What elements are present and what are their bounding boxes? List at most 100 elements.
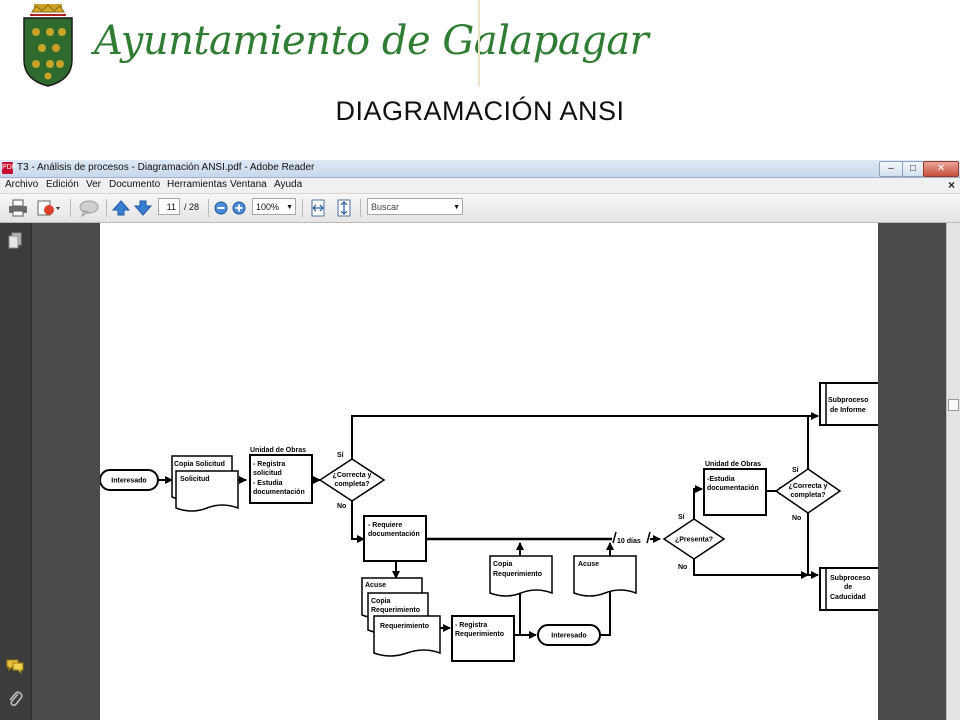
pdf-app-icon: PDF [2,162,16,174]
label-copia-req2-line2: Requerimiento [493,571,542,578]
subprocess-caducidad [819,567,881,611]
label-proc1-line1: - Registra [253,461,285,468]
title-bar: PDF T3 - Análisis de procesos - Diagrama… [0,160,960,178]
subprocess-informe [819,382,881,426]
label-informe-line2: de Informe [830,407,866,414]
label-estudia2-line1: -Estudia [707,476,735,483]
previous-page-icon[interactable] [112,199,130,217]
logo-divider [478,0,480,86]
label-copia-req2-line1: Copia [493,561,513,568]
close-button[interactable]: ✕ [923,161,959,177]
process-registra-estudia [249,454,313,504]
label-unidad-obras: Unidad de Obras [250,447,306,454]
minimize-button[interactable]: – [879,161,903,177]
label-copia-solicitud: Copia Solicitud [174,461,225,468]
label-informe-line1: Subproceso [828,397,868,404]
label-proc1-line4: documentación [253,489,305,496]
process-requiere-documentacion [363,515,427,562]
menu-archivo[interactable]: Archivo [5,179,39,190]
next-page-icon[interactable] [134,199,152,217]
vertical-scrollbar[interactable] [946,223,960,720]
label-requerimiento: Requerimiento [380,623,429,630]
reader-window: PDF T3 - Análisis de procesos - Diagrama… [0,160,960,720]
zoom-out-icon[interactable] [214,201,228,215]
menu-ver[interactable]: Ver [86,179,102,190]
pages-panel-icon[interactable] [7,232,23,250]
menu-herramientas[interactable]: Herramientas [167,179,228,190]
label-acuse-2: Acuse [578,561,599,568]
label-no-1: No [337,503,346,510]
label-no-presenta: No [678,564,687,571]
label-decision2-line2: completa? [790,492,825,499]
comment-icon[interactable] [78,199,100,217]
arrow-no-to-caducidad [693,559,809,579]
coat-of-arms-icon [23,4,73,87]
decision-presenta [662,518,726,560]
ansi-flowchart: Interesado Copia Solicitud Solicitud Uni… [99,382,881,662]
zoom-level-value: 100% [256,202,280,212]
document-requerimiento [373,615,441,657]
toolbar-separator [106,199,107,217]
label-acuse: Acuse [365,582,386,589]
label-caducidad-line3: Caducidad [830,594,866,601]
label-decision1-line2: completa? [334,481,369,488]
line-si-top [351,415,806,459]
arrow-no2-to-caducidad [807,513,819,579]
label-proc1-line3: - Estudia [253,480,283,487]
label-proc1-line2: solicitud [253,470,282,477]
toolbar-separator [302,199,303,217]
pdf-page: Interesado Copia Solicitud Solicitud Uni… [99,223,881,720]
fit-width-icon[interactable] [310,199,326,217]
label-unidad-obras-2: Unidad de Obras [705,461,761,468]
label-registra-req-line2: Requerimiento [455,631,504,638]
menu-documento[interactable]: Documento [109,179,161,190]
toolbar-separator [70,199,71,217]
process-estudia-documentacion [703,468,767,516]
label-requiere-line2: documentación [368,531,420,538]
navigation-sidebar [0,223,32,720]
document-acuse-2 [573,555,637,597]
label-caducidad-line1: Subproceso [830,575,870,582]
menu-edicion[interactable]: Edición [46,179,79,190]
label-copia-req-line1: Copia [371,598,391,605]
zoom-level-select[interactable]: 100% ▼ [252,198,296,215]
terminal-interesado-2 [537,624,601,646]
page-total: / 28 [184,202,200,212]
label-10-dias: 10 días [617,538,641,545]
slide-header: Ayuntamiento de Galapagar DIAGRAMACIÓN A… [0,0,960,160]
label-no-2: No [792,515,801,522]
arrow-no-to-requiere [351,501,365,543]
menu-ventana[interactable]: Ventana [230,179,267,190]
label-si-1: Sí [337,452,345,459]
maximize-button[interactable]: □ [902,161,924,177]
chevron-down-icon: ▼ [453,204,460,211]
search-input[interactable]: Buscar ▼ [367,198,463,215]
toolbar: 11 / 28 100% ▼ Buscar [0,194,960,223]
label-solicitud: Solicitud [180,476,210,483]
label-requiere-line1: - Requiere [368,522,402,529]
menu-bar: Archivo Edición Ver Documento Herramient… [0,178,960,194]
fit-page-icon[interactable] [336,199,352,217]
toolbar-separator [360,199,361,217]
label-caducidad-line2: de [844,584,852,591]
zoom-in-icon[interactable] [232,201,246,215]
print-icon[interactable] [8,199,28,217]
comments-panel-icon[interactable] [6,658,24,674]
menu-ayuda[interactable]: Ayuda [274,179,303,190]
label-presenta: ¿Presenta? [675,537,713,544]
scrollbar-thumb[interactable] [948,399,959,411]
terminal-interesado [99,469,159,491]
document-solicitud [175,470,239,512]
attachments-panel-icon[interactable] [7,690,23,708]
search-placeholder: Buscar [371,202,400,212]
logo-text: Ayuntamiento de Galapagar [94,18,649,64]
arrow-si-to-estudia [693,485,703,519]
chevron-down-icon: ▼ [286,204,293,211]
page-number-input[interactable]: 11 [158,198,180,215]
create-pdf-icon[interactable] [36,199,62,217]
decision-correcta-completa-2 [774,468,842,514]
decision-correcta-completa-1 [318,458,386,502]
document-close-icon[interactable]: × [947,178,955,192]
label-interesado-2: Interesado [551,633,586,640]
label-decision2-line1: ¿Correcta y [789,483,828,490]
